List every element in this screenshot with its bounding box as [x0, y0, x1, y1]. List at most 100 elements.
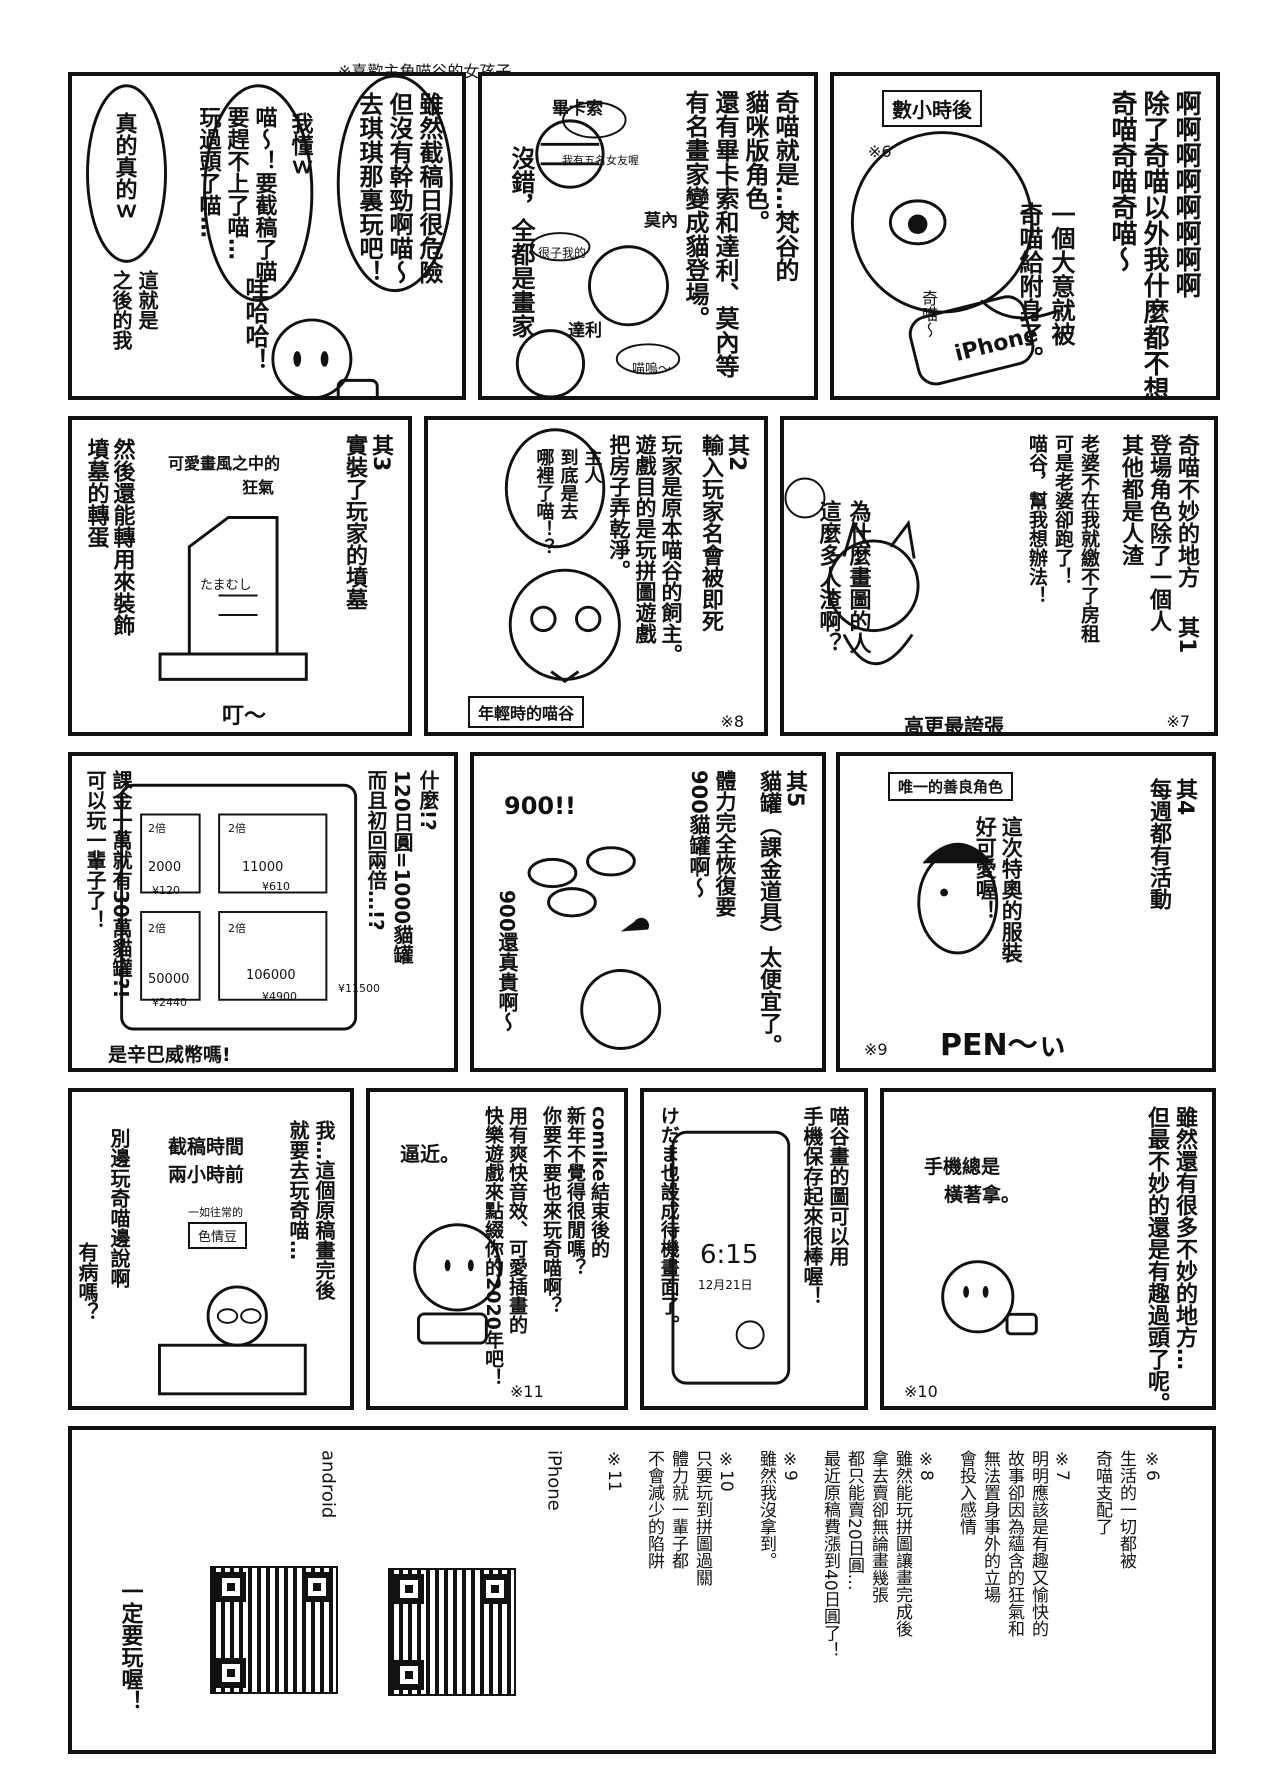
iphone-qr-code[interactable] [388, 1568, 516, 1696]
speech-bubble: 就要去玩奇喵… [286, 1120, 310, 1260]
footnote: ※6 [1142, 1450, 1162, 1481]
sound-effect: 有病嗎？ [75, 1242, 99, 1322]
note-mark: ※7 [1166, 712, 1190, 731]
android-qr-code[interactable] [210, 1566, 338, 1694]
text-line: 墳墓的轉蛋 [83, 438, 109, 548]
panel-row3-right: 其4 每週都有活動 這次特奧的服裝 好可愛喔！ 唯一的善良角色 PEN～ぃ ※9 [836, 752, 1216, 1072]
text-line: 奇喵不妙的地方 [1174, 434, 1199, 588]
text-line: 什麼!? [416, 770, 440, 831]
footnote: 明明應該是有趣又愉快的 [1028, 1450, 1048, 1637]
speech-bubble: 喵～！要截稿了喵 [251, 106, 277, 282]
android-label: android [317, 1450, 339, 1519]
sound-effect: 哇哈哈！ [241, 276, 269, 372]
caption: 兩小時前 [168, 1164, 245, 1186]
caption-box: 年輕時的喵谷 [468, 696, 585, 728]
speech-bubble: 可是老婆卻跑了！ [1052, 434, 1074, 586]
footnotes-panel: ※6 生活的一切都被 奇喵支配了 ※7 明明應該是有趣又愉快的 故事卻因為蘊含的… [68, 1426, 1216, 1754]
text-line: 快樂遊戲來點綴你的2020年吧！ [482, 1106, 504, 1387]
closing-message: 一定要玩喔！ [117, 1580, 143, 1712]
text-line: 每週都有活動 [1146, 778, 1171, 910]
speech-bubble: 真的真的ｗ [111, 112, 137, 222]
text-line: 奇喵給附身了。 [1015, 202, 1043, 370]
shop-badge: 2倍 [228, 922, 246, 935]
footnote: 雖然我沒拿到。 [756, 1450, 776, 1569]
text-line: 體力完全恢復要 [713, 770, 737, 917]
caption: 可愛畫風之中的 [168, 454, 281, 473]
panel-row2-right: 奇喵不妙的地方 其1 登場角色除了一個人 其他都是人渣 老婆不在我就繳不了房租 … [780, 416, 1218, 736]
shop-price: ¥4900 [262, 990, 297, 1003]
shop-amount: 2000 [148, 860, 182, 875]
character-name: 莫內 [644, 211, 678, 231]
text-line: 其5 [782, 770, 807, 808]
footnote: 只要玩到拼圖過關 [692, 1450, 712, 1586]
speech-bubble: 雖然截稿日很危險 [415, 92, 443, 284]
sound-effect: PEN～ぃ [940, 1028, 1068, 1063]
speech-bubble: 奇喵～ [919, 290, 938, 338]
note-mark: ※11 [510, 1382, 544, 1401]
text-line: 其4 [1172, 778, 1197, 816]
text-line: 其2 [724, 434, 749, 472]
panel-row2-middle: 其2 輸入玩家名會被即死 玩家是原本喵谷的飼主。 遊戲目的是玩拼圖遊戲 把房子弄… [424, 416, 768, 736]
footnote: 不會減少的陷阱 [644, 1450, 664, 1569]
approaching-character-illustration [413, 1223, 502, 1345]
footnote: ※9 [780, 1450, 800, 1481]
text-line: 貓罐（課金道具）太便宜了。 [756, 770, 781, 1056]
shop-amount: 106000 [246, 968, 296, 983]
text-line: 而且初回兩倍…!? [364, 770, 388, 931]
smartphone-wallpaper-illustration [671, 1130, 791, 1385]
panel-row4-mid-left: comike結束後的 新年不覺得很閒嗎？ 你要不要也來玩奇喵啊？ 用有爽快音效、… [366, 1088, 628, 1410]
wallpaper-clock: 6:15 [700, 1240, 759, 1270]
painter-cats-illustration [515, 101, 681, 396]
text-line: 除了奇喵以外我什麼都不想做 [1139, 90, 1169, 400]
text-line: 你要不要也來玩奇喵啊？ [540, 1106, 562, 1315]
text-line: 實裝了玩家的墳墓 [342, 434, 367, 610]
text-line: 遊戲目的是玩拼圖遊戲 [633, 434, 657, 644]
shop-amount: 11000 [242, 860, 284, 875]
shop-badge: 2倍 [148, 922, 166, 935]
note-mark: ※8 [720, 712, 744, 731]
speech-bubble: 但沒有幹勁啊喵～ [385, 92, 413, 284]
speech-bubble: 喵嗚～ [632, 362, 672, 377]
speech-bubble: 主人 [581, 448, 603, 484]
footnote: 拿去賣卻無論畫幾張 [868, 1450, 888, 1603]
shop-price: ¥11500 [338, 982, 380, 995]
text-line: 別邊玩奇喵邊說啊 [107, 1128, 131, 1288]
panel-row1-right: 數小時後 啊啊啊啊啊啊啊啊 除了奇喵以外我什麼都不想做 奇喵奇喵奇喵～ 一個大意… [830, 72, 1220, 400]
shop-price: ¥2440 [152, 996, 187, 1009]
shop-amount: 50000 [148, 972, 190, 987]
caption: 截稿時間 [168, 1136, 245, 1158]
caption: 狂氣 [242, 478, 275, 497]
text-line: 其1 [1174, 616, 1199, 654]
gauguin-cat-illustration [784, 477, 920, 665]
speech-bubble: 很子我的 [538, 246, 587, 260]
speech-bubble: 玩過頭了喵… [195, 106, 221, 238]
footnote: ※11 [604, 1450, 624, 1492]
text-line: 輸入玩家名會被即死 [698, 434, 723, 632]
iphone-label: iPhone [543, 1450, 565, 1511]
footnote: 故事卻因為蘊含的狂氣和 [1004, 1450, 1024, 1637]
footnote: 都只能賣20日圓… [844, 1450, 864, 1591]
text-line: けだま也設成待機畫面了。 [657, 1106, 680, 1334]
footnote: ※10 [716, 1450, 736, 1492]
sound-effect: 900!! [504, 792, 576, 820]
footnote: 奇喵支配了 [1092, 1450, 1112, 1535]
speech-bubble: 我有五名女友喔 [562, 154, 639, 167]
text-line: 用有爽快音效、可愛插畫的 [506, 1106, 528, 1334]
character-name: 畢卡索 [552, 99, 603, 119]
grave-inscription: たまむし [200, 578, 252, 593]
cat-cans-illustration [527, 846, 662, 1050]
text-line: 啊啊啊啊啊啊啊啊 [1171, 90, 1201, 298]
footnote: 最近原稿費漲到40日圓了！ [820, 1450, 840, 1659]
character-name: 達利 [568, 321, 602, 341]
speech-bubble: 老婆不在我就繳不了房租 [1078, 434, 1100, 643]
caption: 逼近。 [400, 1142, 460, 1166]
speech-bubble: 喵谷，幫我想辦法！ [1026, 434, 1048, 605]
grave-illustration [158, 516, 308, 681]
reading-character-illustration [86, 76, 453, 396]
moon-face-character [850, 131, 1060, 386]
text-line: 奇喵奇喵奇喵～ [1107, 90, 1137, 272]
speech-bubble: 要趕不上了喵… [223, 106, 249, 260]
sound-effect: 叮～ [222, 704, 267, 729]
speech-bubble: 哪裡了喵！？ [533, 448, 555, 556]
text-line: 其他都是人渣 [1118, 434, 1143, 566]
